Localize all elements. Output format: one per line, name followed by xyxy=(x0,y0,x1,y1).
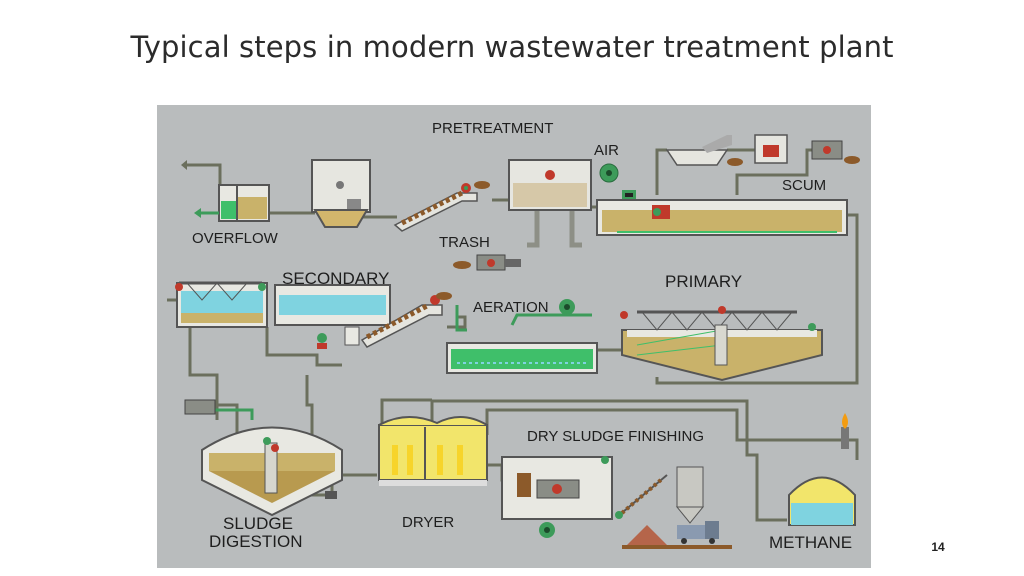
pretreatment-tank xyxy=(508,159,592,211)
flare-stack xyxy=(841,427,849,449)
overflow-chamber xyxy=(194,184,270,222)
label-primary: PRIMARY xyxy=(665,272,742,291)
inlet-arrow-icon xyxy=(181,160,187,170)
sludge-digestion-tank xyxy=(184,399,343,517)
air-blower-icon xyxy=(599,163,636,200)
bar-screen-ramp xyxy=(393,181,490,232)
scum-concentrator xyxy=(665,134,860,166)
label-trash: TRASH xyxy=(439,234,490,251)
grit-chamber xyxy=(311,159,371,228)
label-secondary: SECONDARY xyxy=(282,269,389,288)
secondary-screen-ramp xyxy=(317,292,452,349)
label-dry-sludge-finishing: DRY SLUDGE FINISHING xyxy=(527,428,704,445)
primary-clarifier xyxy=(620,306,823,382)
page-number: 14 xyxy=(931,540,945,554)
label-scum: SCUM xyxy=(782,177,826,194)
label-pretreatment: PRETREATMENT xyxy=(432,120,553,137)
label-aeration: AERATION xyxy=(473,299,549,316)
label-digestion: DIGESTION xyxy=(209,532,303,551)
pump-red-icon-2 xyxy=(545,170,555,180)
overflow-arrow-icon xyxy=(194,208,201,218)
methane-tank xyxy=(788,413,856,526)
label-sludge: SLUDGE xyxy=(223,514,293,533)
label-dryer: DRYER xyxy=(402,514,454,531)
label-air: AIR xyxy=(594,142,619,159)
slide-title: Typical steps in modern wastewater treat… xyxy=(130,30,894,64)
flame-icon xyxy=(842,413,848,429)
wastewater-process-diagram: PRETREATMENT AIR SCUM OVERFLOW TRASH SEC… xyxy=(157,105,871,568)
aeration-tank xyxy=(446,299,598,374)
dryer-unit xyxy=(378,416,488,486)
silo-and-truck xyxy=(615,466,732,549)
primary-grit-tank xyxy=(596,199,848,236)
secondary-tank-right xyxy=(274,284,391,326)
secondary-clarifier xyxy=(175,281,268,328)
label-overflow: OVERFLOW xyxy=(192,230,279,247)
dry-sludge-finishing-unit xyxy=(501,456,613,538)
trash-conveyor xyxy=(453,254,521,271)
label-methane: METHANE xyxy=(769,533,852,552)
